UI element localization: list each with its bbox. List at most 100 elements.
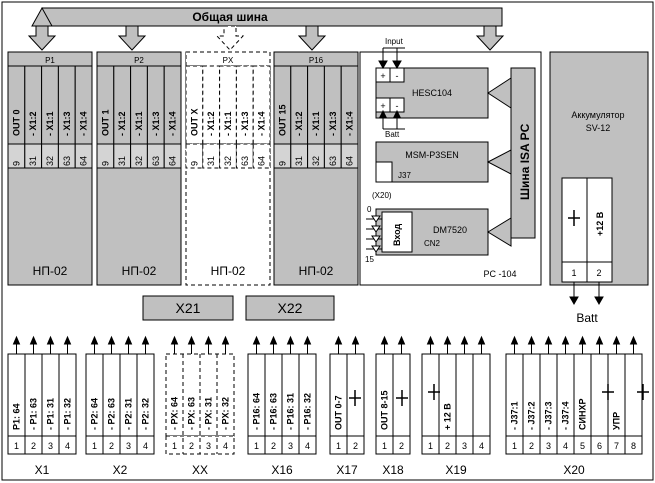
- connector-up-arrow: [12, 335, 21, 345]
- hesc-input-plus-arrow: [378, 60, 388, 70]
- connector-pin-number: 3: [462, 441, 467, 451]
- connector-up-arrow: [510, 335, 519, 345]
- connector-pin-number: 4: [65, 441, 70, 451]
- connector-pin-number: 2: [109, 441, 114, 451]
- connector-up-arrow: [107, 335, 116, 345]
- connector-pin-number: 8: [631, 441, 636, 451]
- connector-x20-name: X20: [563, 463, 585, 477]
- np-signal-label: - X1:4: [79, 111, 89, 136]
- msm-x20-label: (X20): [372, 191, 392, 200]
- connector-pin-number: 3: [546, 441, 551, 451]
- connector-pin-number: 2: [271, 441, 276, 451]
- isa-link-hesc: [487, 77, 512, 109]
- connector-x1-name: X1: [35, 463, 50, 477]
- connector-pin-label: - P1: 32: [63, 398, 73, 430]
- connector-pin-number: 2: [445, 441, 450, 451]
- np-board-name: НП-02: [299, 264, 334, 278]
- msm-j37-port: [375, 161, 393, 183]
- connector-up-arrow: [252, 335, 261, 345]
- connector-up-arrow: [170, 335, 179, 345]
- connector-pin-number: 1: [254, 441, 259, 451]
- np-slot-label: PX: [223, 56, 234, 65]
- np-slot-label: P16: [309, 56, 324, 65]
- np-pin-label: 9: [100, 161, 110, 166]
- common-bus-left-cap: [31, 6, 53, 27]
- np-pin-label: 63: [328, 156, 338, 166]
- hesc-batt-label: Batt: [385, 130, 400, 139]
- np-signal-label: - X1:3: [240, 111, 250, 136]
- np-pin-cell: [74, 143, 93, 169]
- connector-up-arrow: [527, 335, 536, 345]
- np-signal-label: - X1:2: [28, 111, 38, 136]
- connector-pin-label: - P2: 31: [124, 398, 134, 430]
- connector-x2-name: X2: [113, 463, 128, 477]
- connector-pin-number: 1: [92, 441, 97, 451]
- np-signal-label: - X1:3: [62, 111, 72, 136]
- np-signal-label: - X1:3: [151, 111, 161, 136]
- connector-pin-number: 3: [206, 441, 211, 451]
- bus-drop-pc104: [475, 25, 505, 51]
- connector-pin-number: 3: [126, 441, 131, 451]
- np-signal-label: - X1:4: [345, 111, 355, 136]
- np-pin-cell: [252, 143, 271, 169]
- connector-pin-label: - P16: 64: [252, 393, 262, 430]
- connector-pin-label: - P16: 31: [286, 393, 296, 430]
- dm-input-arrow: [371, 225, 381, 233]
- np-pin-cell: [340, 143, 359, 169]
- connector-up-arrow: [303, 335, 312, 345]
- connector-up-arrow: [443, 335, 452, 345]
- bus-x22-label: X22: [278, 300, 303, 316]
- np-signal-cell: [202, 65, 221, 145]
- connector-pin-label: - P2: 32: [141, 398, 151, 430]
- battery-out-arrow-2: [594, 296, 604, 306]
- common-bus-bar: [41, 7, 503, 27]
- connector-up-arrow: [460, 335, 469, 345]
- connector-up-arrow: [124, 335, 133, 345]
- np-signal-label: - X1:2: [294, 111, 304, 136]
- battery-title: Аккумулятор: [571, 110, 624, 120]
- isa-link-msm: [486, 149, 512, 175]
- bus-drop-p2: [117, 25, 147, 51]
- connector-pin-label: - PX: 32: [221, 397, 231, 430]
- connector-up-arrow: [141, 335, 150, 345]
- msm-p3sen-name: MSM-P3SEN: [405, 150, 459, 160]
- connector-pin-number: 4: [479, 441, 484, 451]
- bus-x21: [142, 295, 234, 321]
- np-pin-label: 64: [257, 156, 267, 166]
- connector-pin-label: OUT 8-15: [380, 390, 390, 430]
- np-pin-label: 9: [189, 161, 199, 166]
- connector-pin-number: 7: [614, 441, 619, 451]
- np-slot-label: P1: [45, 56, 55, 65]
- connector-pin-label: OUT 0-7: [334, 395, 344, 430]
- connector-pin-number: 2: [31, 441, 36, 451]
- np-board-name: НП-02: [33, 264, 68, 278]
- connector-up-arrow: [204, 335, 213, 345]
- connector-up-arrow: [629, 335, 638, 345]
- np-signal-cell: [235, 65, 254, 145]
- np-signal-label: - X1:4: [257, 111, 267, 136]
- hesc-batt-plus-arrow: [379, 109, 387, 118]
- np-pin-label: 32: [134, 156, 144, 166]
- connector-pin-number: 4: [563, 441, 568, 451]
- isa-link-dm: [487, 217, 512, 247]
- msm-j37-label: J37: [398, 171, 411, 180]
- dm-cn2-label: CN2: [424, 239, 441, 248]
- np-pin-label: 32: [311, 156, 321, 166]
- battery-model: SV-12: [586, 123, 611, 133]
- np-pin-label: 63: [62, 156, 72, 166]
- hesc-input-label: Input: [385, 37, 404, 46]
- connector-up-arrow: [612, 335, 621, 345]
- connector-pin-number: 1: [336, 441, 341, 451]
- np-pin-label: 9: [11, 161, 21, 166]
- connector-pin-label: P1: 64: [12, 403, 22, 430]
- bus-drop-p16: [297, 25, 327, 51]
- connector-up-arrow: [187, 335, 196, 345]
- connector-up-arrow: [544, 335, 553, 345]
- connector-up-arrow: [63, 335, 72, 345]
- np-pin-cell: [163, 143, 182, 169]
- connector-up-arrow: [426, 335, 435, 345]
- connector-up-arrow: [477, 335, 486, 345]
- connector-pin-label: - PX: 31: [204, 397, 214, 430]
